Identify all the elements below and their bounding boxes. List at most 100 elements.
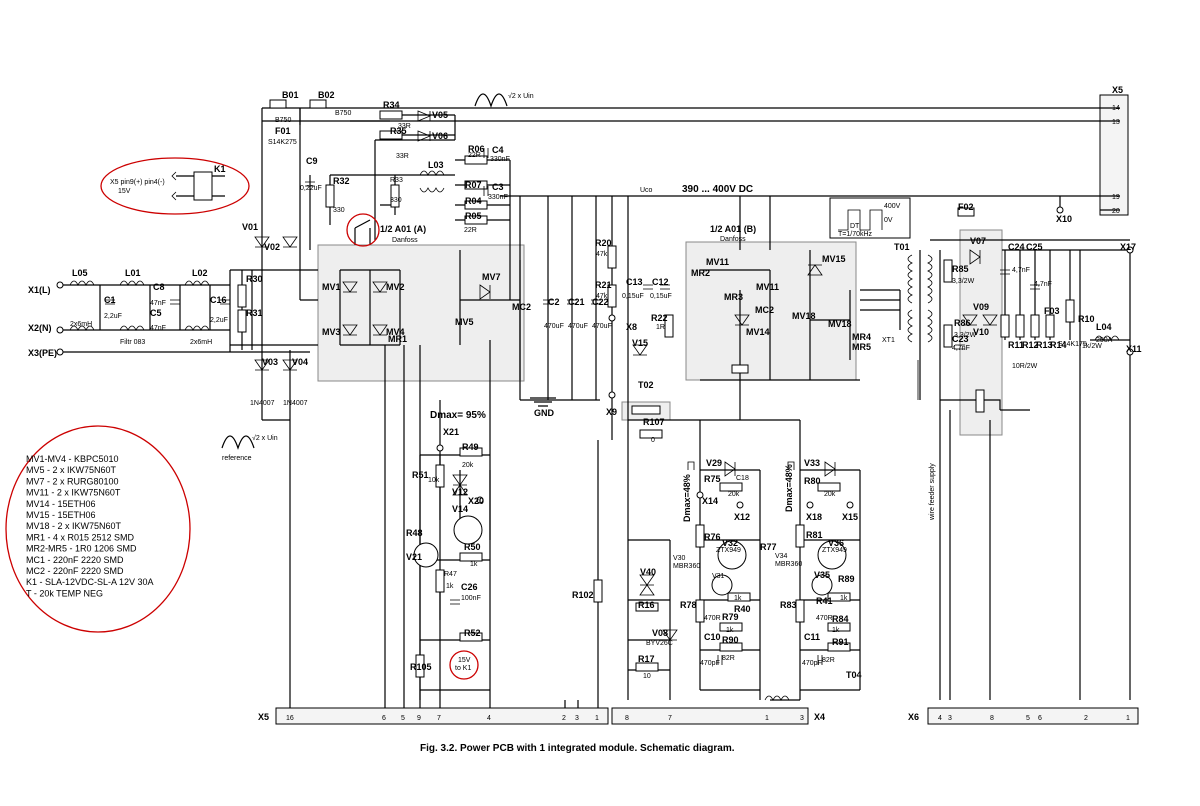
component-label: 20k <box>824 491 836 498</box>
component-label: R33 <box>390 177 403 184</box>
component-label: V09 <box>973 302 989 312</box>
k1-output-highlight <box>449 650 479 680</box>
x5-top-pin-13: 13 <box>1112 119 1120 126</box>
component-label: V32 <box>722 538 738 548</box>
component-label: 330 <box>390 197 402 204</box>
x5-bottom-pin: 6 <box>382 715 386 722</box>
x6-pin: 1 <box>1126 715 1130 722</box>
component-label: R48 <box>406 528 423 538</box>
component-label: C23 <box>952 334 969 344</box>
component-label: R52 <box>464 628 481 638</box>
component-label: R16 <box>638 600 655 610</box>
component-label: R85 <box>952 264 969 274</box>
component-label: V33 <box>804 458 820 468</box>
component-label: R13 <box>1036 340 1053 350</box>
component-label: R35 <box>390 126 407 136</box>
component-label: R04 <box>465 196 482 206</box>
component-label: B02 <box>318 90 335 100</box>
component-label: L01 <box>125 268 141 278</box>
component-label: C4 <box>492 145 504 155</box>
component-label: V29 <box>706 458 722 468</box>
component-label: V34 <box>775 553 788 560</box>
component-label: C26 <box>461 582 478 592</box>
component-label: B01 <box>282 90 299 100</box>
component-label: C5 <box>150 308 162 318</box>
component-label: R80 <box>804 476 821 486</box>
component-label: 22R <box>464 227 477 234</box>
x5-bottom-pin: 5 <box>401 715 405 722</box>
component-label: V01 <box>242 222 258 232</box>
component-label: 22R <box>468 152 481 159</box>
x4-pin: 7 <box>668 715 672 722</box>
component-label: MBR360 <box>673 563 700 570</box>
pulse-dt: DT <box>850 223 860 230</box>
component-label: 0 <box>651 437 655 444</box>
component-label: 1k <box>840 595 848 602</box>
parts-list-item: MV7 - 2 x RURG80100 <box>26 476 119 486</box>
component-label: 2x6mH <box>70 321 92 328</box>
component-label: 470pF <box>802 660 822 667</box>
dc-bus-uco: Uco <box>640 187 653 194</box>
k1-relay-label: K1 <box>214 164 226 174</box>
component-label: R34 <box>383 100 400 110</box>
component-label: R90 <box>722 635 739 645</box>
component-label: 1k <box>726 627 734 634</box>
component-label: L05 <box>72 268 88 278</box>
module-a-area <box>317 244 525 382</box>
component-label: C18 <box>736 475 749 482</box>
parts-list-item: MV14 - 15ETH06 <box>26 499 96 509</box>
component-label: X11 <box>1126 344 1142 354</box>
input-x3: X3(PE) <box>28 348 57 358</box>
k1-note-line2: 15V <box>118 188 131 195</box>
component-label: 47k <box>596 251 608 258</box>
k1-relay-icon <box>171 171 225 201</box>
x5-top-pin-14: 14 <box>1112 105 1120 112</box>
component-label: MC2 <box>755 305 774 315</box>
connector-x6 <box>927 707 1139 725</box>
x5-bottom-pin: 4 <box>487 715 491 722</box>
component-label: MV15 <box>822 254 846 264</box>
component-label: MR1 <box>388 334 407 344</box>
component-label: F01 <box>275 126 291 136</box>
k1-output-line1: 15V <box>458 657 471 664</box>
component-label: R76 <box>704 532 721 542</box>
component-label: ZTX949 <box>822 547 847 554</box>
figure-caption: Fig. 3.2. Power PCB with 1 integrated mo… <box>420 743 735 754</box>
component-label: R31 <box>246 308 263 318</box>
component-label: 2,2uF <box>210 317 228 324</box>
component-label: Filtr 083 <box>120 339 145 346</box>
component-label: X20 <box>468 496 484 506</box>
component-label: 1N4007 <box>283 400 308 407</box>
component-label: R07 <box>465 180 482 190</box>
x6-name: X6 <box>908 712 919 722</box>
component-label: R83 <box>780 600 797 610</box>
component-label: 1k <box>470 561 478 568</box>
component-label: V06 <box>432 131 448 141</box>
component-label: R40 <box>734 604 751 614</box>
component-label: XT1 <box>882 337 895 344</box>
component-label: R75 <box>704 474 721 484</box>
parts-list-item: T - 20k TEMP NEG <box>26 588 103 598</box>
component-label: 1k <box>734 595 742 602</box>
parts-list-item: MR2-MR5 - 1R0 1206 SMD <box>26 544 137 554</box>
component-label: 2,2uF <box>104 313 122 320</box>
component-label: V14 <box>452 504 468 514</box>
component-label: 470pF <box>700 660 720 667</box>
component-label: 470R <box>704 615 721 622</box>
component-label: 1N4007 <box>250 400 275 407</box>
component-label: MBR360 <box>775 561 802 568</box>
module-b-maker: Danfoss <box>720 236 746 243</box>
x5-top-pin-20: 20 <box>1112 208 1120 215</box>
component-label: R91 <box>832 637 849 647</box>
component-label: 20k <box>728 491 740 498</box>
parts-list-item: MV15 - 15ETH06 <box>26 510 96 520</box>
component-label: MV2 <box>386 282 405 292</box>
component-label: 4,7nF <box>952 345 970 352</box>
component-label: 330nF <box>490 156 510 163</box>
component-label: C2 <box>548 297 560 307</box>
component-label: V07 <box>970 236 986 246</box>
component-label: 470uF <box>568 323 588 330</box>
pulse-freq: T=1/70kHz <box>838 231 873 238</box>
component-label: 10R/2W <box>1012 363 1038 370</box>
component-label: MV1 <box>322 282 341 292</box>
